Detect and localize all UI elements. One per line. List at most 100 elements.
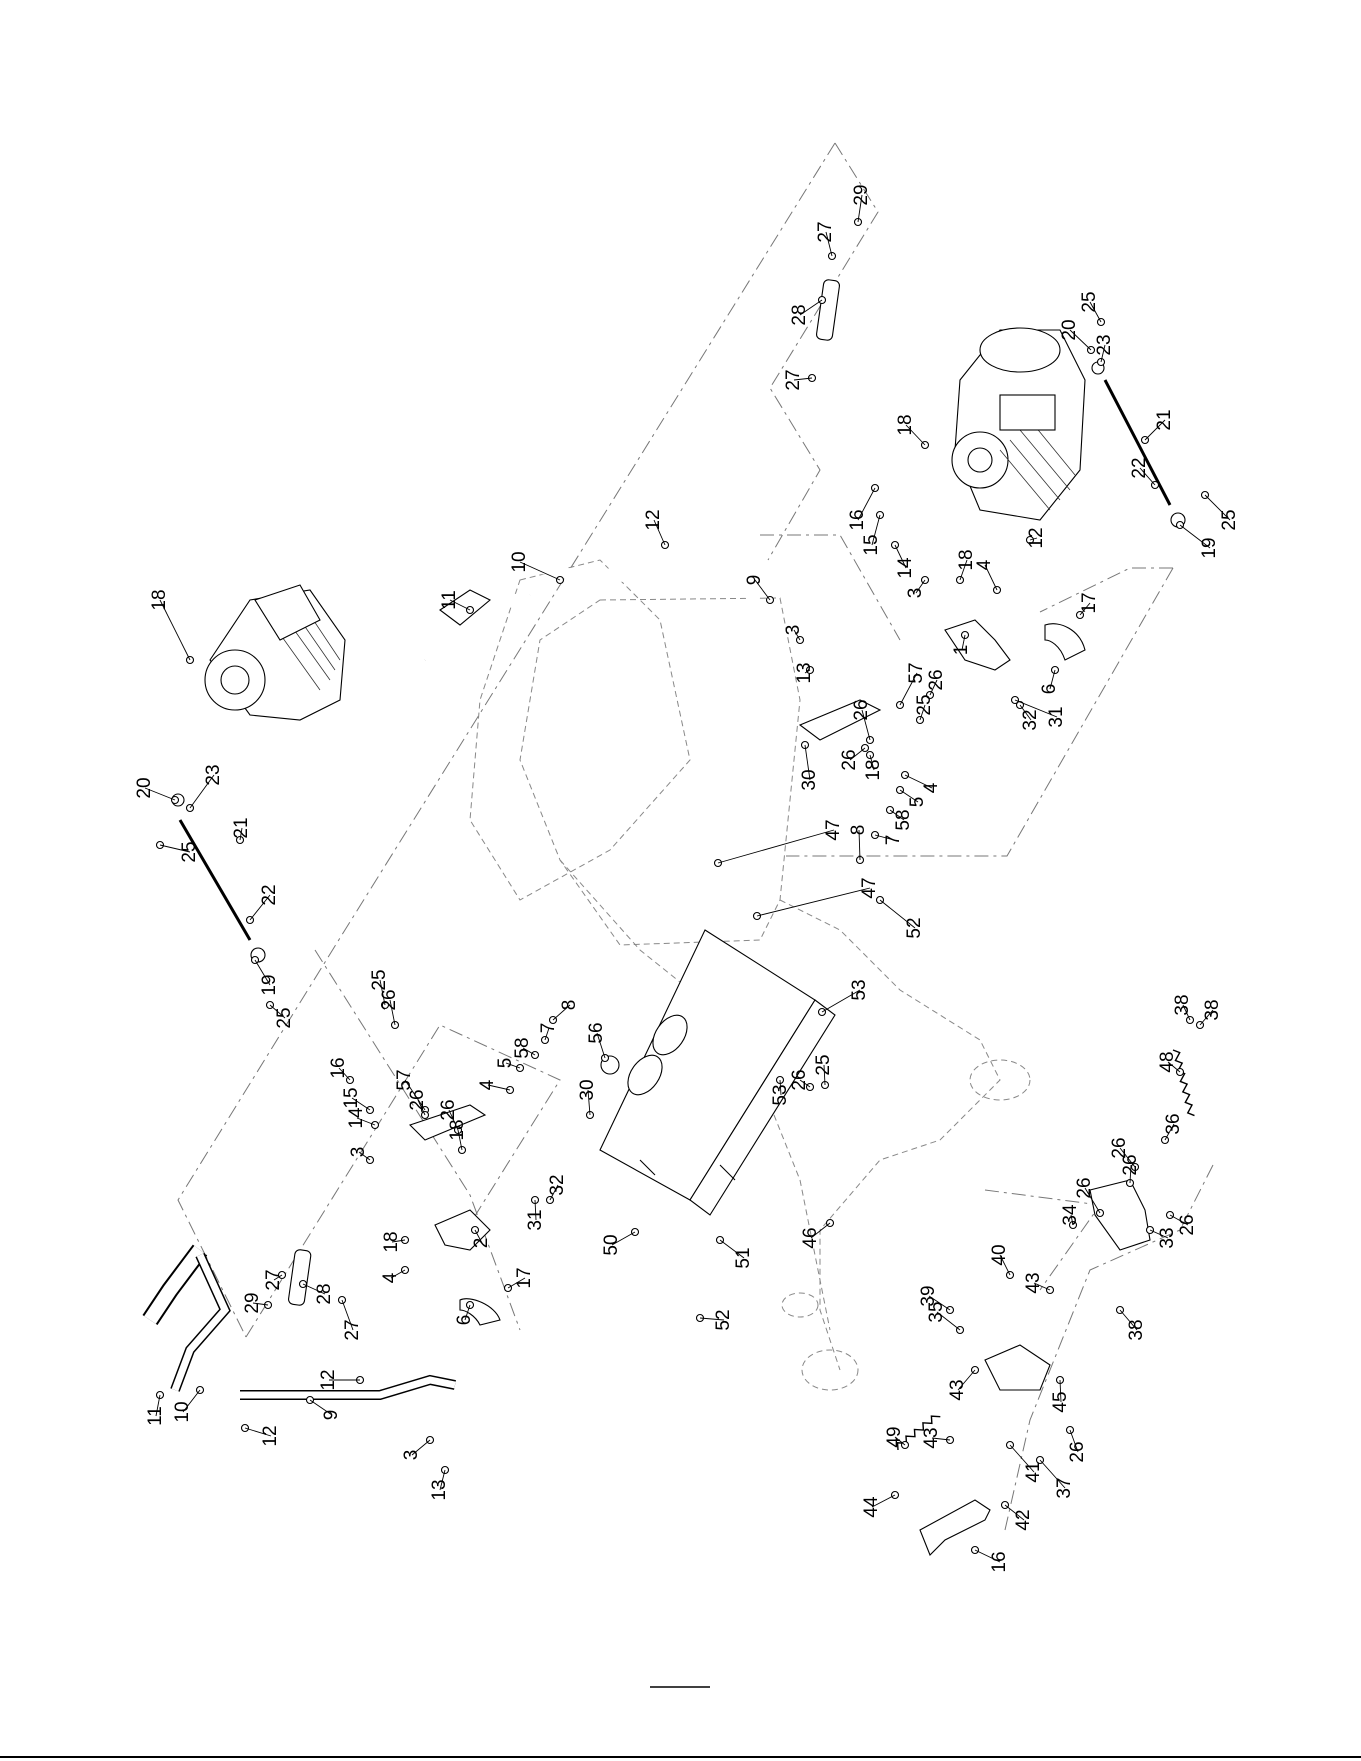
callout-41: 41 xyxy=(1023,1461,1044,1482)
callout-26: 26 xyxy=(851,699,872,720)
callout-21: 21 xyxy=(1154,409,1175,430)
callout-26: 26 xyxy=(839,749,860,770)
callout-leader-31 xyxy=(534,1199,537,1221)
callout-3: 3 xyxy=(348,1147,369,1158)
callout-leader-28 xyxy=(799,299,823,316)
callout-4: 4 xyxy=(921,782,942,793)
callout-56: 56 xyxy=(586,1022,607,1043)
callout-19: 19 xyxy=(259,974,280,995)
callout-38: 38 xyxy=(1202,999,1223,1020)
callout-leader-27 xyxy=(273,1274,283,1281)
callout-leader-22 xyxy=(249,894,271,921)
callout-leader-26 xyxy=(1129,1164,1132,1184)
callout-20: 20 xyxy=(134,777,155,798)
callout-44: 44 xyxy=(861,1496,882,1518)
callout-9: 9 xyxy=(321,1410,342,1421)
callout-26: 26 xyxy=(926,669,947,690)
callout-18: 18 xyxy=(447,1119,468,1140)
callout-leader-13 xyxy=(804,669,811,674)
callout-34: 34 xyxy=(1060,1204,1081,1226)
callout-leader-1 xyxy=(961,634,966,651)
callout-26: 26 xyxy=(438,1099,459,1120)
callout-leader-13 xyxy=(439,1469,446,1491)
callout-26: 26 xyxy=(407,1089,428,1110)
callout-15: 15 xyxy=(341,1087,362,1108)
callout-25: 25 xyxy=(813,1054,834,1075)
callout-leader-20 xyxy=(1069,329,1092,351)
callout-leader-20 xyxy=(144,787,176,801)
callout-28: 28 xyxy=(314,1283,335,1304)
callout-leader-35 xyxy=(936,1311,961,1331)
callout-leader-18 xyxy=(457,1129,463,1151)
callout-3: 3 xyxy=(401,1450,422,1461)
callout-leader-53 xyxy=(821,989,861,1013)
callout-leader-23 xyxy=(1100,344,1106,363)
callout-leader-48 xyxy=(1167,1061,1181,1073)
callout-14: 14 xyxy=(346,1107,367,1129)
callout-leader-52 xyxy=(879,899,916,929)
callout-leader-4 xyxy=(984,564,998,591)
callout-leader-18 xyxy=(159,599,191,661)
callout-leader-3 xyxy=(793,629,801,641)
callout-8: 8 xyxy=(848,825,869,836)
callout-18: 18 xyxy=(956,549,977,570)
callout-26: 26 xyxy=(1109,1137,1130,1158)
callout-leader-50 xyxy=(611,1231,636,1246)
callout-48: 48 xyxy=(1157,1051,1178,1072)
callout-leader-42 xyxy=(1004,1504,1025,1521)
callout-leader-57 xyxy=(899,672,918,706)
callout-leader-10 xyxy=(519,561,561,581)
callout-leader-47 xyxy=(756,887,871,917)
callout-leader-4 xyxy=(904,774,933,789)
callout-27: 27 xyxy=(783,369,804,390)
callout-37: 37 xyxy=(1054,1477,1075,1498)
callout-25: 25 xyxy=(1079,291,1100,312)
callout-leader-38 xyxy=(1119,1309,1138,1331)
callout-leader-16 xyxy=(857,487,876,521)
callout-43: 43 xyxy=(947,1379,968,1400)
callout-47: 47 xyxy=(823,819,844,840)
callout-31: 31 xyxy=(525,1209,546,1230)
callout-53: 53 xyxy=(849,979,870,1000)
callout-leader-26 xyxy=(1119,1147,1136,1168)
engine-assembly-left xyxy=(204,584,346,721)
callout-13: 13 xyxy=(429,1479,450,1500)
callout-leader-27 xyxy=(825,231,833,257)
callout-27: 27 xyxy=(815,221,836,242)
callout-leader-43 xyxy=(957,1369,976,1391)
callout-leader-17 xyxy=(507,1277,526,1289)
callout-leader-43 xyxy=(1033,1282,1051,1291)
callout-29: 29 xyxy=(242,1292,263,1313)
callout-17: 17 xyxy=(514,1267,535,1288)
callout-leader-23 xyxy=(189,774,215,809)
callout-52: 52 xyxy=(713,1309,734,1330)
callout-leader-14 xyxy=(356,1117,376,1126)
callout-9: 9 xyxy=(744,575,765,586)
callout-leader-57 xyxy=(404,1079,426,1111)
callout-4: 4 xyxy=(477,1079,498,1090)
callout-leader-25 xyxy=(919,704,926,721)
callout-leader-40 xyxy=(999,1254,1011,1276)
callout-leader-46 xyxy=(810,1222,831,1239)
callout-leader-26 xyxy=(929,679,938,696)
callout-33: 33 xyxy=(1157,1227,1178,1248)
callout-39: 39 xyxy=(918,1285,939,1306)
callout-leader-30 xyxy=(804,744,811,781)
callout-3: 3 xyxy=(905,588,926,599)
callout-45: 45 xyxy=(1050,1391,1071,1412)
callout-26: 26 xyxy=(1067,1441,1088,1462)
callout-35: 35 xyxy=(926,1301,947,1322)
callout-58: 58 xyxy=(893,809,914,830)
callout-43: 43 xyxy=(921,1427,942,1448)
callout-leader-27 xyxy=(341,1299,354,1331)
callout-17: 17 xyxy=(1079,592,1100,613)
callout-leader-38 xyxy=(1199,1009,1214,1026)
callout-leader-3 xyxy=(411,1439,431,1456)
callout-18: 18 xyxy=(895,414,916,435)
callout-leader-21 xyxy=(239,827,243,841)
callout-25: 25 xyxy=(914,694,935,715)
callout-leader-12 xyxy=(653,519,666,546)
callout-3: 3 xyxy=(783,625,804,636)
callout-leader-52 xyxy=(699,1317,725,1321)
callout-leader-8 xyxy=(552,1004,571,1021)
